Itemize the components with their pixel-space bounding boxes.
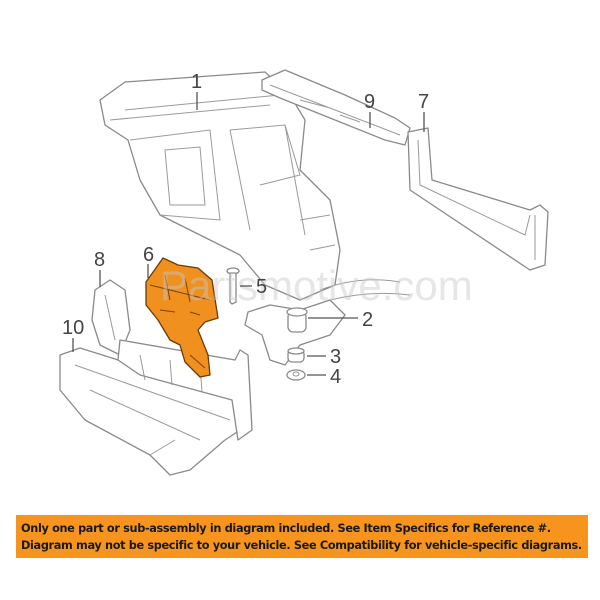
callout-7: 7 — [418, 91, 429, 132]
svg-text:10: 10 — [62, 317, 84, 339]
callout-8: 8 — [94, 249, 105, 287]
disclaimer-line-2: Diagram may not be specific to your vehi… — [21, 538, 582, 552]
part-5-bolt — [226, 267, 240, 305]
svg-text:1: 1 — [191, 71, 202, 93]
callout-2: 2 — [308, 309, 373, 331]
part-7-side-baffle — [407, 127, 549, 271]
callout-5: 5 — [240, 276, 267, 298]
part-4-washer — [286, 369, 306, 381]
svg-text:7: 7 — [418, 91, 429, 113]
part-2-mount-bracket — [244, 279, 411, 366]
svg-text:6: 6 — [143, 244, 154, 266]
part-3-bushing — [287, 347, 305, 363]
disclaimer-banner: Only one part or sub-assembly in diagram… — [16, 515, 588, 558]
svg-text:5: 5 — [256, 276, 267, 298]
callout-3: 3 — [307, 346, 341, 368]
svg-text:2: 2 — [362, 309, 373, 331]
part-6-highlighted-bracket — [145, 257, 219, 378]
callout-1: 1 — [191, 71, 202, 110]
callout-4: 4 — [307, 366, 341, 388]
svg-text:9: 9 — [364, 91, 375, 113]
svg-text:4: 4 — [330, 366, 341, 388]
part-1-radiator-support — [99, 71, 341, 301]
callout-9: 9 — [364, 91, 375, 128]
part-10-lower-deflector — [59, 339, 253, 476]
callout-6: 6 — [143, 244, 154, 278]
callout-10: 10 — [62, 317, 84, 352]
disclaimer-line-1: Only one part or sub-assembly in diagram… — [21, 521, 551, 535]
watermark: Partsmotive.com — [160, 262, 473, 309]
svg-text:8: 8 — [94, 249, 105, 271]
svg-text:3: 3 — [330, 346, 341, 368]
part-8-air-deflector-side — [91, 279, 131, 356]
part-9-upper-baffle — [261, 69, 411, 146]
